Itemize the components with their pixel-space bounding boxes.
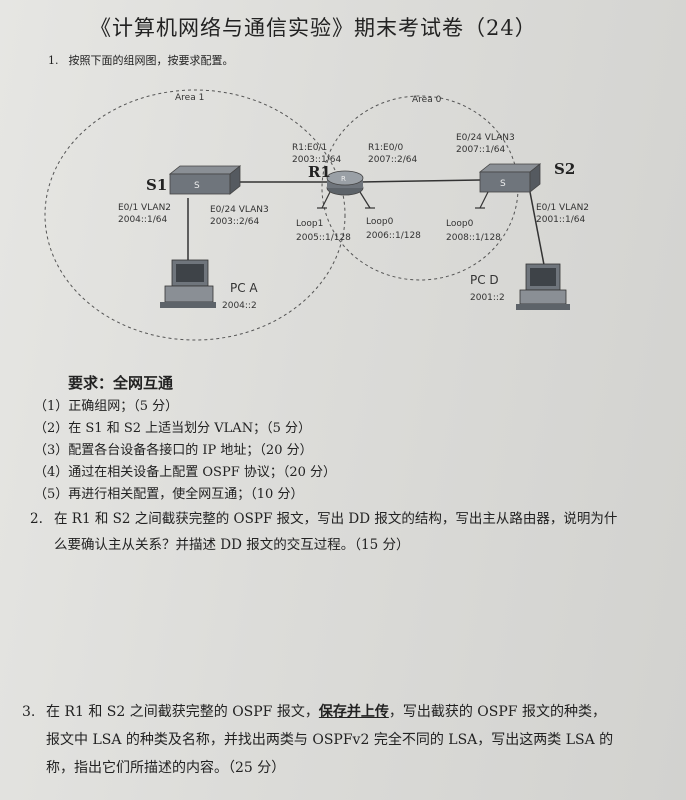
r1-label: R1 — [308, 163, 331, 181]
requirement-item: （1）正确组网；（5 分） — [34, 399, 179, 414]
question-1: 1. 按照下面的组网图，按要求配置。 — [48, 52, 234, 68]
r1-loop0-ip: 2006::1/128 — [366, 231, 421, 241]
question-2-line-1: 在 R1 和 S2 之间截获完整的 OSPF 报文，写出 DD 报文的结构，写出… — [54, 511, 618, 527]
requirement-item: （2）在 S1 和 S2 上适当划分 VLAN；（5 分） — [34, 421, 311, 436]
question-2: 2. 在 R1 和 S2 之间截获完整的 OSPF 报文，写出 DD 报文的结构，… — [30, 506, 680, 558]
requirement-item: （3）配置各台设备各接口的 IP 地址；（20 分） — [34, 443, 313, 458]
requirement-item: （4）通过在相关设备上配置 OSPF 协议；（20 分） — [34, 465, 337, 480]
r1-e00-ip: 2007::2/64 — [368, 155, 417, 165]
switch-s2-icon: S — [478, 163, 542, 193]
r1-loop0-label: Loop0 — [366, 217, 394, 227]
link-s2-pcd — [529, 191, 546, 271]
question-3-emphasis: 保存并上传 — [318, 704, 389, 720]
link-r1-s2 — [359, 179, 481, 183]
question-1-number: 1. — [48, 54, 59, 67]
s1-label: S1 — [146, 176, 167, 194]
question-3-line-3: 称，指出它们所描述的内容。（25 分） — [46, 760, 286, 776]
pc-d-label: PC D — [470, 273, 499, 287]
r1-loop1-ip: 2005::1/128 — [296, 233, 351, 243]
question-2-number: 2. — [30, 511, 43, 527]
pc-a-icon — [160, 259, 216, 308]
svg-text:R: R — [341, 175, 346, 183]
s1-e024-ip: 2003::2/64 — [210, 217, 259, 227]
r1-e01-label: R1:E0/1 — [292, 143, 327, 153]
s2-e01-ip: 2001::1/64 — [536, 215, 585, 225]
s2-label: S2 — [554, 160, 575, 178]
svg-text:S: S — [194, 181, 200, 191]
s1-e024-label: E0/24 VLAN3 — [210, 205, 269, 215]
question-1-text: 按照下面的组网图，按要求配置。 — [68, 54, 234, 67]
s2-e024-ip: 2007::1/64 — [456, 145, 505, 155]
r1-e00-label: R1:E0/0 — [368, 143, 403, 153]
r1-loop1-label: Loop1 — [296, 219, 323, 229]
question-3-line-1a: 在 R1 和 S2 之间截获完整的 OSPF 报文， — [46, 704, 319, 720]
s2-loop0-ip: 2008::1/128 — [446, 233, 501, 243]
s2-e024-label: E0/24 VLAN3 — [456, 133, 515, 143]
pc-a-ip: 2004::2 — [222, 301, 257, 311]
question-3-number: 3. — [22, 704, 36, 720]
router-r1-icon: R — [326, 170, 364, 196]
area-1-label: Area 1 — [175, 93, 204, 103]
question-3-line-1b: ，写出截获的 OSPF 报文的种类， — [388, 704, 606, 720]
svg-text:S: S — [500, 179, 506, 189]
question-2-line-2: 么要确认主从关系？并描述 DD 报文的交互过程。（15 分） — [54, 537, 410, 553]
r1-e01-ip: 2003::1/64 — [292, 155, 341, 165]
question-3: 3. 在 R1 和 S2 之间截获完整的 OSPF 报文，保存并上传，写出截获的 … — [22, 698, 682, 782]
s1-e01-ip: 2004::1/64 — [118, 215, 167, 225]
requirement-item: （5）再进行相关配置，使全网互通；（10 分） — [34, 487, 304, 502]
exam-title: 《计算机网络与通信实验》期末考试卷（24） — [90, 16, 537, 40]
area-0-label: Area 0 — [412, 95, 442, 105]
s1-e01-label: E0/1 VLAN2 — [118, 203, 171, 213]
question-3-line-2: 报文中 LSA 的种类及名称，并找出两类与 OSPFv2 完全不同的 LSA，写… — [46, 732, 614, 748]
s2-e01-label: E0/1 VLAN2 — [536, 203, 589, 213]
pc-d-icon — [516, 263, 570, 310]
area-1-boundary — [44, 89, 346, 341]
requirements-heading: 要求：全网互通 — [68, 374, 174, 392]
requirements-list: （1）正确组网；（5 分） （2）在 S1 和 S2 上适当划分 VLAN；（5… — [34, 396, 336, 506]
pc-a-label: PC A — [230, 281, 258, 295]
network-topology-diagram: Area 1 Area 0 S S1 R R1 S S2 — [44, 89, 589, 341]
s2-loop0-label: Loop0 — [446, 219, 474, 229]
pc-d-ip: 2001::2 — [470, 293, 505, 303]
loopback-markers — [317, 191, 489, 209]
switch-s1-icon: S — [168, 165, 242, 195]
